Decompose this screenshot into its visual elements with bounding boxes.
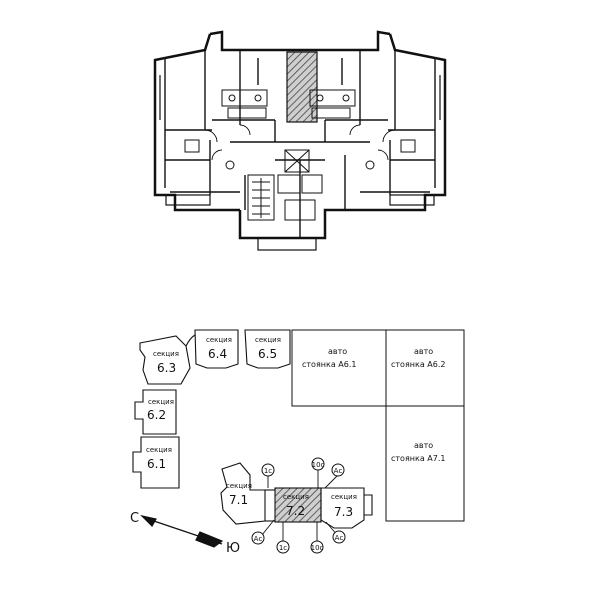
section-word-6-3: секция bbox=[153, 350, 179, 358]
marker-1c-top-label: 1с bbox=[264, 467, 272, 475]
section-label-7-2[interactable]: 7.2 bbox=[286, 504, 305, 518]
parking-lots bbox=[291, 329, 465, 522]
kitchen-fixtures bbox=[184, 89, 416, 170]
section-label-6-1[interactable]: 6.1 bbox=[147, 457, 166, 471]
section-label-6-2[interactable]: 6.2 bbox=[147, 408, 166, 422]
marker-ac-bottom[interactable]: Ас bbox=[251, 531, 265, 545]
section-word-6-1: секция bbox=[146, 446, 172, 454]
section-label-6-3[interactable]: 6.3 bbox=[157, 361, 176, 375]
compass-north-label: С bbox=[130, 511, 139, 526]
floor-plan bbox=[153, 30, 447, 251]
entrance-markers: 1с 10с Ас Ас 1с 10с Ас bbox=[251, 457, 346, 554]
marker-10c-bottom-label: 10с bbox=[311, 544, 324, 552]
floor-plan-outer-walls bbox=[153, 30, 447, 240]
door-swings bbox=[204, 124, 396, 161]
section-word-7-3: секция bbox=[331, 493, 357, 501]
marker-10c-top-label: 10с bbox=[312, 461, 325, 469]
marker-1c-bottom-label: 1с bbox=[279, 544, 287, 552]
section-label-6-5[interactable]: 6.5 bbox=[258, 347, 277, 361]
elevator-core bbox=[277, 149, 323, 221]
stairwell bbox=[247, 174, 275, 221]
section-word-6-5: секция bbox=[255, 336, 281, 344]
section-outlines bbox=[132, 329, 373, 529]
section-word-7-2: секция bbox=[283, 493, 309, 501]
parking-a7-1-line1: авто bbox=[414, 441, 433, 450]
marker-10c-top[interactable]: 10с bbox=[311, 457, 325, 471]
parking-a6-1-line1: авто bbox=[328, 347, 347, 356]
marker-1c-bottom[interactable]: 1с bbox=[276, 540, 290, 554]
floor-plan-balconies bbox=[159, 75, 441, 251]
parking-a6-2-line2: стоянка А6.2 bbox=[391, 360, 445, 369]
parking-a6-1-line2: стоянка А6.1 bbox=[302, 360, 356, 369]
section-word-6-2: секция bbox=[148, 398, 174, 406]
section-label-7-3[interactable]: 7.3 bbox=[334, 505, 353, 519]
parking-a6-2-line1: авто bbox=[414, 347, 433, 356]
section-word-7-1: секция bbox=[226, 482, 252, 490]
site-plan-labels: секция секция секция секция секция секци… bbox=[146, 336, 445, 519]
marker-ac-bottom-label: Ас bbox=[254, 535, 263, 543]
marker-10c-bottom[interactable]: 10с bbox=[310, 540, 324, 554]
marker-1c-top[interactable]: 1с bbox=[261, 463, 275, 477]
section-label-6-4[interactable]: 6.4 bbox=[208, 347, 227, 361]
section-label-7-1[interactable]: 7.1 bbox=[229, 493, 248, 507]
floor-plan-inner-walls bbox=[164, 50, 436, 238]
parking-a7-1[interactable] bbox=[385, 405, 465, 522]
parking-a7-1-line2: стоянка А7.1 bbox=[391, 454, 445, 463]
marker-ac-right[interactable]: Ас bbox=[332, 530, 346, 544]
section-word-6-4: секция bbox=[206, 336, 232, 344]
site-plan bbox=[132, 329, 465, 548]
compass bbox=[140, 514, 224, 548]
marker-ac-right-label: Ас bbox=[335, 534, 344, 542]
marker-ac-top[interactable]: Ас bbox=[331, 463, 345, 477]
compass-south-label: Ю bbox=[226, 541, 240, 556]
marker-ac-top-label: Ас bbox=[334, 467, 343, 475]
